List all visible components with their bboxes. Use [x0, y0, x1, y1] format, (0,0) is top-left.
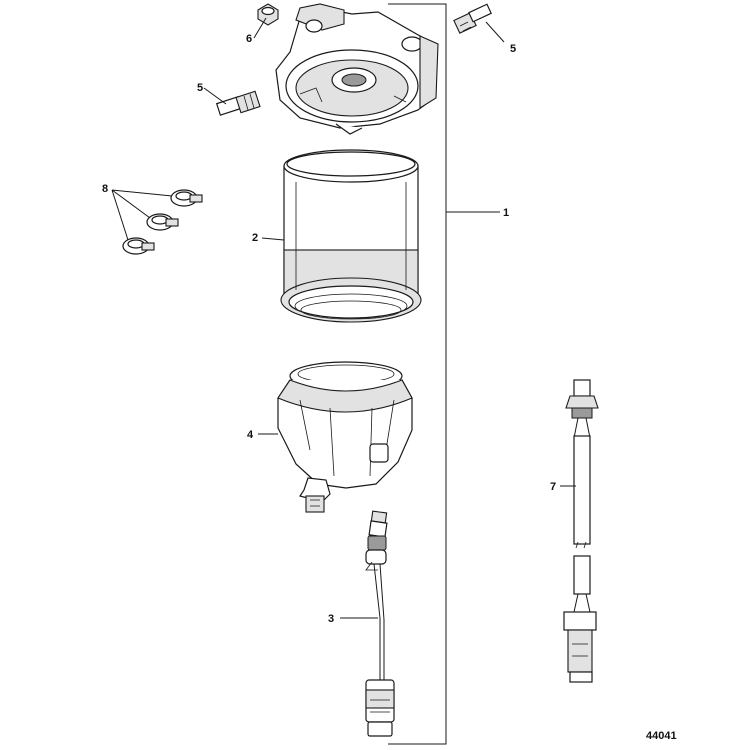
- callout-plug: 6: [246, 33, 252, 45]
- callout-filter-element: 2: [252, 232, 258, 244]
- callout-housing: 1: [503, 207, 509, 219]
- callout-fitting-left: 5: [197, 82, 203, 94]
- part-sensor-harness[interactable]: [365, 510, 395, 737]
- part-filter-element[interactable]: [280, 149, 422, 323]
- part-filter-housing[interactable]: [275, 3, 439, 135]
- callout-extension-harness: 7: [550, 481, 556, 493]
- part-hose-clamps[interactable]: [111, 189, 203, 255]
- part-plug[interactable]: [257, 3, 279, 26]
- callout-sensor-harness: 3: [328, 613, 334, 625]
- callout-fitting-right: 5: [510, 43, 516, 55]
- leader-lines: [203, 17, 576, 619]
- part-fitting-right[interactable]: [453, 3, 492, 34]
- clamp-2[interactable]: [146, 213, 179, 231]
- callout-bowl: 4: [247, 429, 254, 441]
- callout-clamps: 8: [102, 183, 108, 195]
- clamp-1[interactable]: [170, 189, 203, 207]
- part-extension-harness[interactable]: [563, 379, 599, 683]
- callout-labels: 6 5 5 8 1 2 4 7 3 44041: [102, 33, 677, 742]
- assembly-bracket: [388, 3, 500, 745]
- part-fitting-left[interactable]: [215, 90, 261, 116]
- part-bowl[interactable]: [277, 361, 413, 513]
- figure-number: 44041: [646, 730, 677, 742]
- clamp-3[interactable]: [122, 237, 155, 255]
